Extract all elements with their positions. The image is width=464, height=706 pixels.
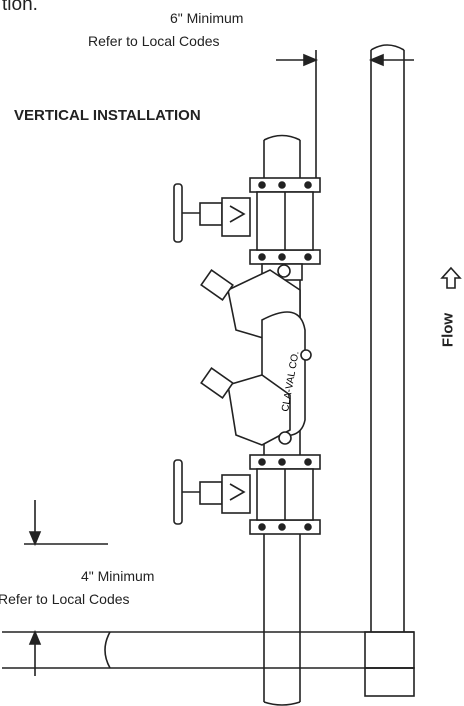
upper-shutoff-valve <box>173 183 251 243</box>
lower-flange-assembly <box>249 454 321 535</box>
top-dimension-lines <box>276 50 414 178</box>
bottom-clearance-reference: Refer to Local Codes <box>0 591 130 607</box>
lower-check-valve <box>200 349 312 446</box>
top-clearance-minimum: 6" Minimum <box>170 10 244 26</box>
bottom-dimension-lines <box>24 500 108 676</box>
floor-pipe <box>2 631 415 697</box>
bottom-clearance-minimum: 4" Minimum <box>81 568 155 584</box>
intro-text-fragment: tion. <box>2 0 38 15</box>
diagram-title: VERTICAL INSTALLATION <box>14 107 201 124</box>
upper-flange-assembly <box>249 177 321 281</box>
wall-pipe <box>370 44 405 632</box>
flow-arrow-icon <box>440 266 462 289</box>
lower-shutoff-valve <box>173 459 251 525</box>
top-clearance-reference: Refer to Local Codes <box>88 33 220 49</box>
